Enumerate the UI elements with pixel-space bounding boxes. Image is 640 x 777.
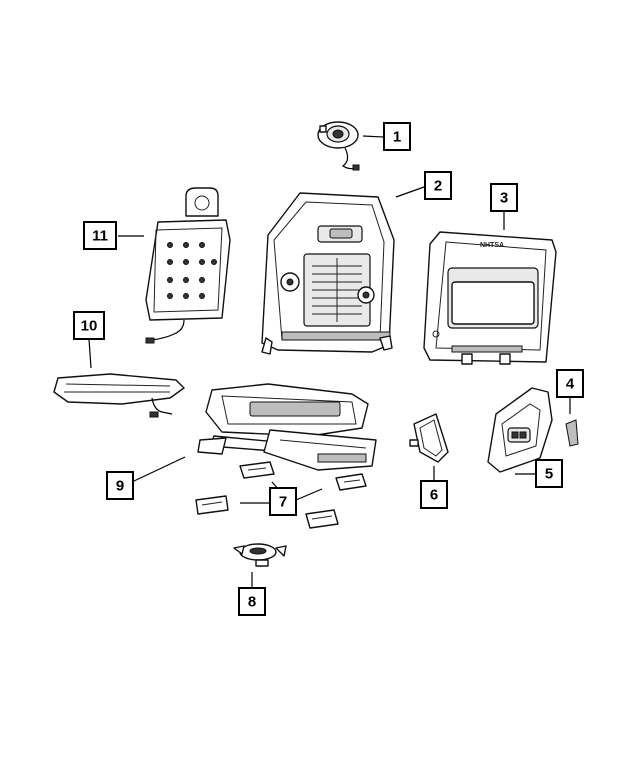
callout-10: 10	[73, 311, 105, 340]
part-3-seat-back-panel: NHTSA	[423, 231, 557, 365]
part-8-switch-assembly	[233, 543, 287, 567]
part-5-side-shield	[487, 387, 553, 473]
svg-text:11: 11	[92, 228, 108, 245]
part-2-seat-back-frame	[261, 192, 395, 355]
part-9-seat-track	[197, 383, 377, 471]
callout-8: 8	[238, 587, 266, 616]
callout-11: 11	[83, 221, 117, 250]
svg-text:3: 3	[500, 190, 508, 207]
callout-7: 7	[269, 487, 297, 516]
callout-2: 2	[424, 171, 452, 200]
callout-4: 4	[556, 369, 584, 398]
part-6-bezel	[409, 413, 449, 463]
svg-text:10: 10	[81, 318, 98, 335]
svg-text:5: 5	[545, 466, 553, 483]
svg-text:6: 6	[430, 487, 438, 504]
lumbar-grid	[312, 258, 362, 322]
svg-text:4: 4	[566, 376, 575, 393]
part-10-cushion-mat	[53, 373, 185, 418]
callout-1: 1	[383, 122, 411, 151]
svg-text:2: 2	[434, 178, 442, 195]
panel-lettering: NHTSA	[480, 242, 504, 249]
svg-text:7: 7	[279, 494, 287, 511]
callout-3: 3	[490, 183, 518, 212]
svg-text:9: 9	[116, 478, 124, 495]
callout-9: 9	[106, 471, 134, 500]
part-7-track-covers	[195, 461, 367, 529]
part-1-airbag-module	[317, 121, 360, 171]
part-4-handle	[565, 419, 579, 447]
svg-text:8: 8	[248, 594, 256, 611]
svg-text:1: 1	[393, 129, 401, 146]
part-11-heater-mat	[145, 187, 231, 344]
callout-5: 5	[535, 459, 563, 488]
callout-6: 6	[420, 480, 448, 509]
